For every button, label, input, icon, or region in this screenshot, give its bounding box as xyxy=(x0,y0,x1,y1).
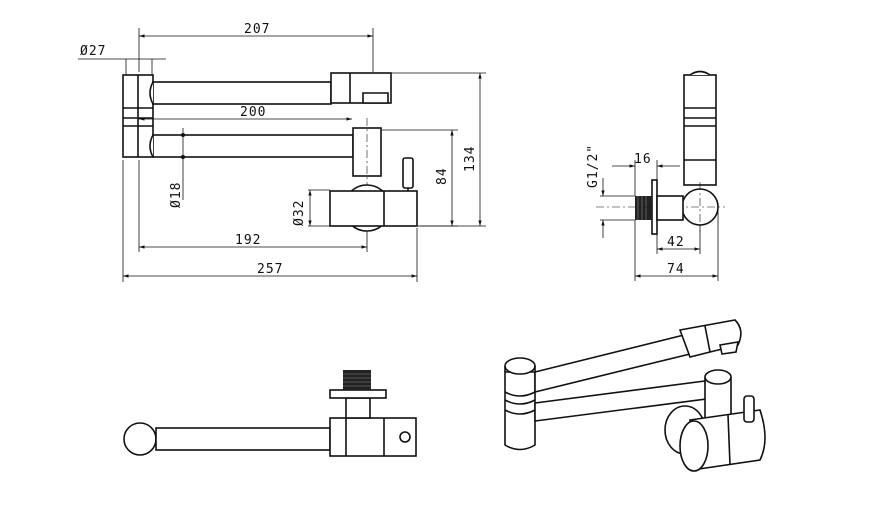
top-end-ball xyxy=(123,422,157,456)
top-view xyxy=(123,370,417,457)
dim-200: 200 xyxy=(240,105,266,120)
iso-valve-body xyxy=(689,409,766,471)
dim-257: 257 xyxy=(257,262,283,277)
dim-diam-18: Ø18 xyxy=(169,182,184,208)
dim-16: 16 xyxy=(634,152,652,167)
dim-diam-32: Ø32 xyxy=(292,200,307,226)
top-handle-hole xyxy=(399,431,411,443)
side-view: G1/2" 16 42 74 xyxy=(586,70,725,281)
side-column xyxy=(683,74,717,186)
isometric-view xyxy=(504,319,766,472)
dim-192: 192 xyxy=(235,233,261,248)
valve-body xyxy=(329,190,418,227)
dim-207: 207 xyxy=(244,22,270,37)
dim-84: 84 xyxy=(435,167,450,185)
iso-post xyxy=(504,371,536,451)
top-threaded-inlet xyxy=(343,370,371,390)
dim-134: 134 xyxy=(463,146,478,172)
dim-42: 42 xyxy=(667,235,685,250)
dim-diam-27: Ø27 xyxy=(80,44,106,59)
dim-74: 74 xyxy=(667,262,685,277)
upper-arm xyxy=(152,81,332,105)
front-view: 207 Ø27 200 Ø18 Ø32 84 134 192 xyxy=(78,22,486,282)
handle-lever xyxy=(402,157,414,189)
iso-handle-lever xyxy=(743,395,755,423)
top-flange xyxy=(329,389,387,399)
top-arm xyxy=(155,427,331,451)
threaded-inlet xyxy=(635,196,652,220)
iso-upper-arm xyxy=(534,333,691,394)
dim-g-half-inch: G1/2" xyxy=(586,144,601,188)
top-stem xyxy=(345,397,371,419)
